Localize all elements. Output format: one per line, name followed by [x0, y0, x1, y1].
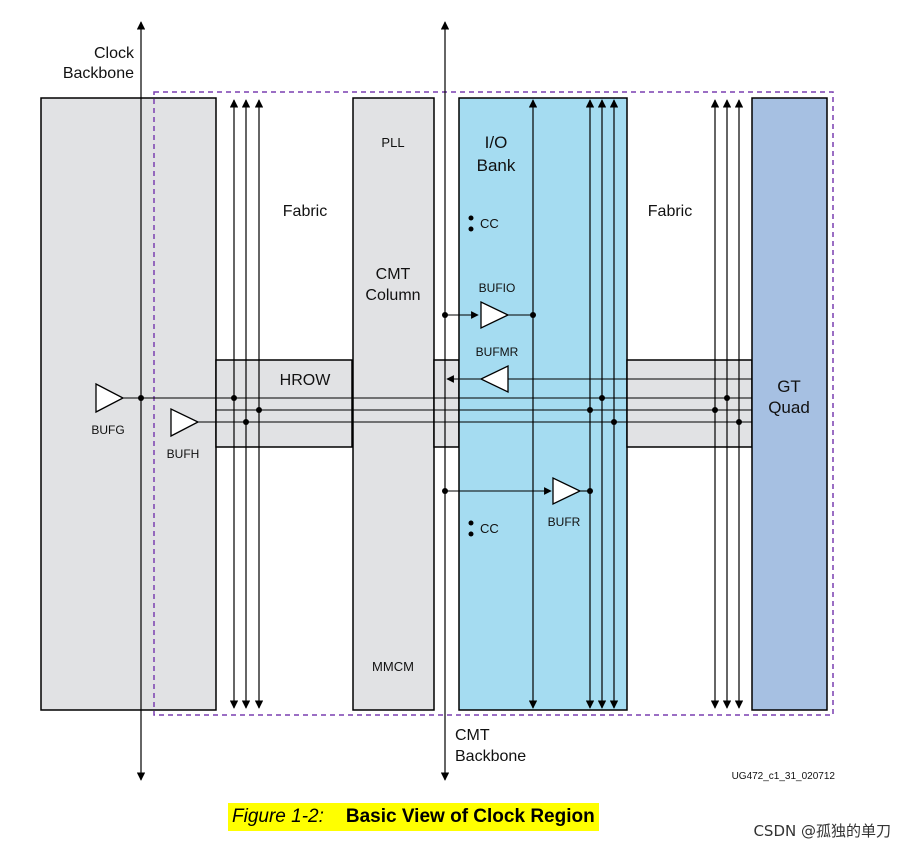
fabric-left-label: Fabric	[283, 203, 327, 220]
junction-dots	[138, 312, 742, 494]
gt-quad-label-1: GT	[777, 377, 801, 396]
gt-quad-label-2: Quad	[768, 398, 810, 417]
bufio-triangle	[480, 300, 510, 330]
right-regional-lines	[710, 99, 744, 709]
left-clock-block	[40, 97, 217, 711]
mmcm-label: MMCM	[372, 659, 414, 674]
bufg-label: BUFG	[91, 423, 124, 437]
clock-backbone-label-1: Clock	[94, 45, 135, 62]
bufmr-label: BUFMR	[476, 345, 519, 359]
gt-quad-block	[751, 97, 828, 711]
io-bank-label-1: I/O	[485, 133, 508, 152]
io-bank-label-2: Bank	[477, 156, 516, 175]
cc-top-label: CC	[480, 216, 499, 231]
bufr-triangle	[552, 476, 582, 506]
figure-title: Basic View of Clock Region	[345, 806, 595, 827]
watermark-text: CSDN @孤独的单刀	[753, 822, 891, 840]
cc-bottom-label: CC	[480, 521, 499, 536]
bufr-label: BUFR	[548, 515, 581, 529]
fabric-right-label: Fabric	[648, 203, 692, 220]
hrow-horizontal-lines	[123, 397, 752, 423]
bufg-triangle	[95, 382, 125, 414]
cmt-backbone-label-2: Backbone	[455, 748, 526, 765]
figure-number: Figure 1-2:	[232, 806, 324, 827]
hrow-band-left	[215, 359, 353, 448]
hrow-band-right	[626, 359, 753, 448]
cmt-column-block	[352, 97, 435, 711]
left-regional-lines	[229, 99, 264, 709]
cmt-column-label-1: CMT	[376, 266, 411, 283]
bufh-triangle	[170, 407, 200, 438]
clock-backbone-label-2: Backbone	[63, 65, 134, 82]
io-bank-lines	[528, 99, 619, 709]
cc-dots	[468, 215, 474, 537]
bufh-label: BUFH	[167, 447, 200, 461]
cmt-column-label-2: Column	[365, 287, 420, 304]
hrow-band-middle	[433, 359, 460, 448]
hrow-label: HROW	[280, 372, 332, 389]
figure-id-label: UG472_c1_31_020712	[732, 771, 836, 782]
cmt-backbone-label-1: CMT	[455, 727, 490, 744]
bufio-label: BUFIO	[479, 281, 516, 295]
figure-caption: Figure 1-2: Basic View of Clock Region	[228, 803, 599, 831]
bufmr-triangle	[479, 364, 509, 394]
clock-region-outline	[153, 91, 834, 716]
pll-label: PLL	[381, 135, 404, 150]
